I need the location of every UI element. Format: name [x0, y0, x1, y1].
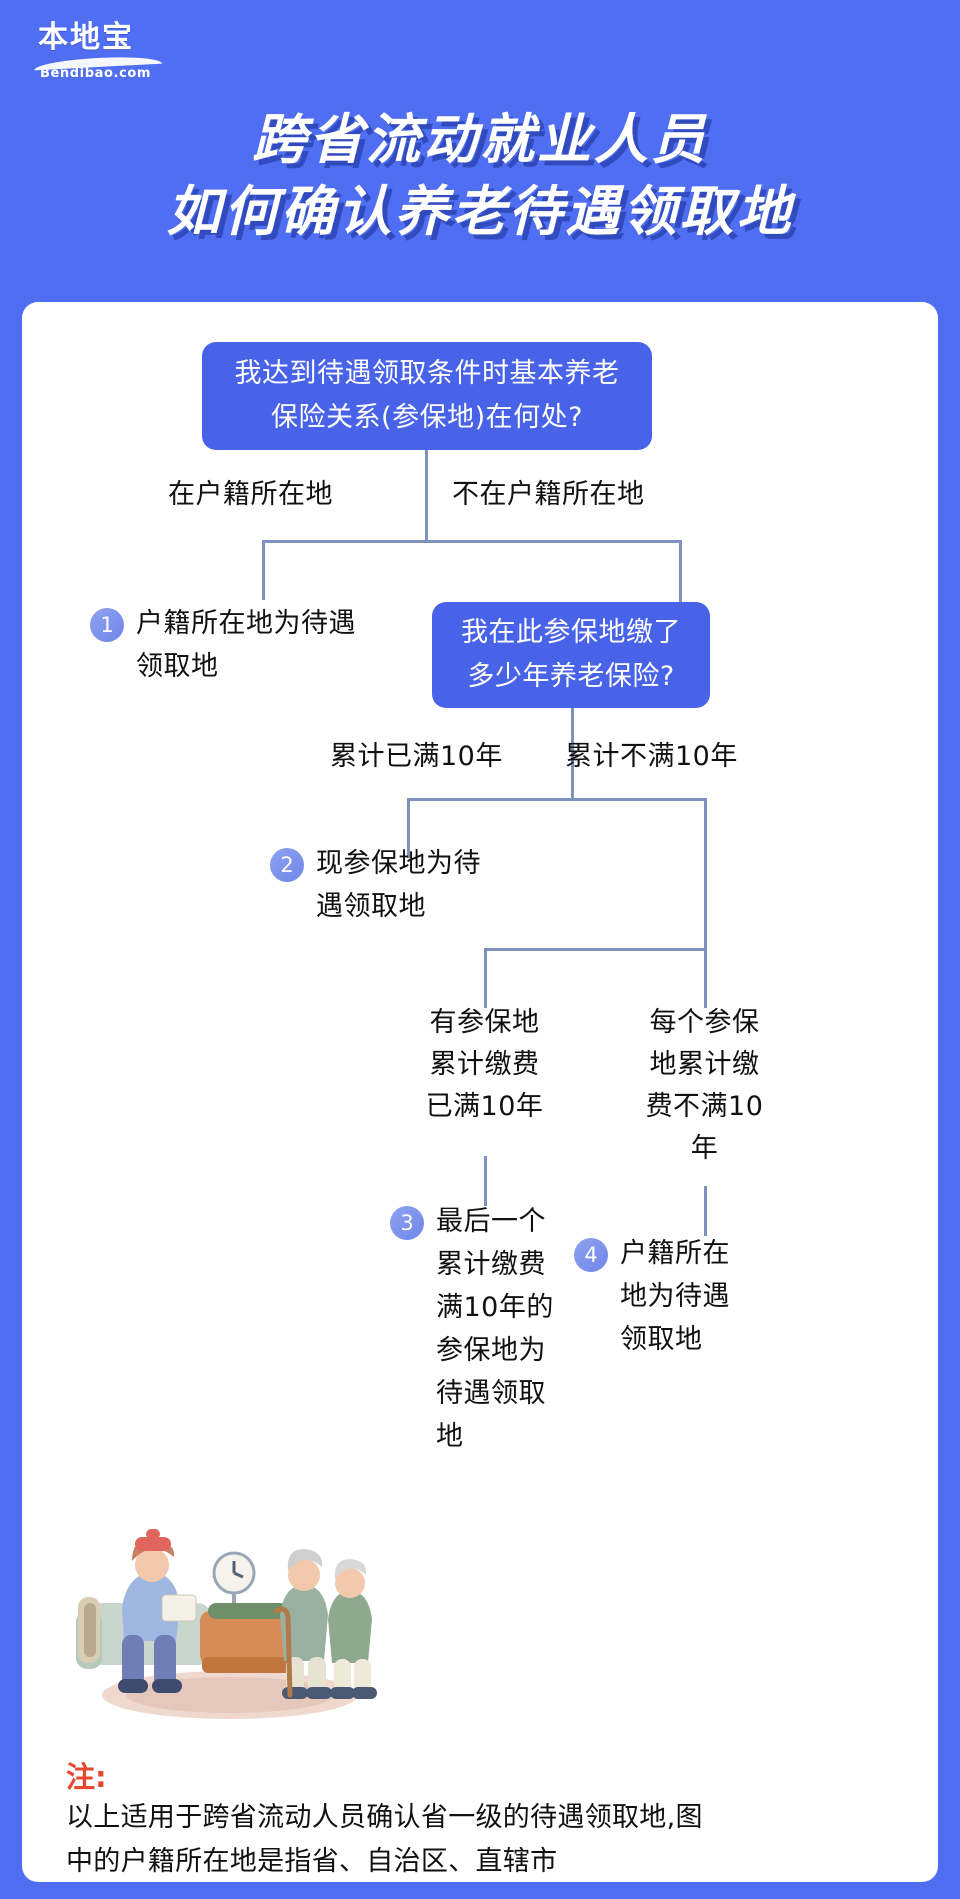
- decision-box-1: 我达到待遇领取条件时基本养老 保险关系(参保地)在何处?: [202, 342, 652, 450]
- outcome-1-text: 户籍所在地为待遇 领取地: [136, 608, 356, 682]
- outcome-2: 2 现参保地为待 遇领取地: [270, 842, 540, 928]
- connector-level3-left: [484, 948, 487, 1008]
- outcome-4-text: 户籍所在 地为待遇 领取地: [620, 1238, 730, 1355]
- page-title-line-1: 跨省流动就业人员: [252, 108, 708, 171]
- connector-level2-right: [704, 798, 707, 948]
- elderly-people-illustration: [76, 1529, 377, 1719]
- edge-label-each-place-under-10: 每个参保 地累计缴 费不满10 年: [645, 1007, 764, 1164]
- outcome-2-badge: 2: [270, 848, 304, 882]
- connector-decision2-stem: [571, 708, 574, 798]
- outcome-1-badge: 1: [90, 608, 124, 642]
- connector-root-stem: [425, 450, 428, 540]
- logo-text-cn: 本地宝: [38, 20, 134, 55]
- flowchart-card: 我达到待遇领取条件时基本养老 保险关系(参保地)在何处? 在户籍所在地 不在户籍…: [22, 302, 938, 1882]
- outcome-3-text: 最后一个 累计缴费 满10年的 参保地为 待遇领取 地: [436, 1206, 554, 1452]
- outcome-4-badge: 4: [574, 1238, 608, 1272]
- site-logo[interactable]: 本地宝 Bendibao.com: [33, 20, 168, 81]
- logo-text-en: Bendibao.com: [40, 66, 152, 81]
- page-title-line-2: 如何确认养老待遇领取地: [166, 180, 794, 243]
- outcome-2-text: 现参保地为待 遇领取地: [316, 848, 481, 922]
- connector-level2-bar: [407, 798, 707, 801]
- decision-box-2: 我在此参保地缴了 多少年养老保险?: [432, 602, 710, 708]
- outcome-3-badge: 3: [390, 1206, 424, 1240]
- connector-level2-left: [407, 798, 410, 858]
- edge-label-over-10-years: 累计已满10年: [330, 741, 503, 772]
- connector-level1-left: [262, 540, 265, 600]
- note-text: 以上适用于跨省流动人员确认省一级的待遇领取地,图 中的户籍所在地是指省、自治区、…: [66, 1802, 703, 1877]
- connector-level1-bar: [262, 540, 682, 543]
- outcome-3: 3 最后一个 累计缴费 满10年的 参保地为 待遇领取 地: [390, 1200, 575, 1458]
- connector-level3-right: [704, 948, 707, 1008]
- connector-outcome4-stem: [704, 1186, 707, 1236]
- edge-label-in-hukou: 在户籍所在地: [168, 479, 333, 510]
- note-label: 注:: [66, 1760, 107, 1794]
- connector-level3-bar: [484, 948, 704, 951]
- edge-label-under-10-years: 累计不满10年: [565, 741, 738, 772]
- edge-label-some-place-over-10: 有参保地 累计缴费 已满10年: [425, 1007, 544, 1122]
- connector-outcome3-stem: [484, 1156, 487, 1206]
- outcome-1: 1 户籍所在地为待遇 领取地: [90, 602, 400, 688]
- page-title: 跨省流动就业人员 如何确认养老待遇领取地: [0, 104, 960, 248]
- edge-label-not-in-hukou: 不在户籍所在地: [452, 479, 645, 510]
- connector-level1-right: [679, 540, 682, 602]
- outcome-4: 4 户籍所在 地为待遇 领取地: [574, 1232, 759, 1361]
- page-header: 本地宝 Bendibao.com 跨省流动就业人员 如何确认养老待遇领取地: [0, 0, 960, 300]
